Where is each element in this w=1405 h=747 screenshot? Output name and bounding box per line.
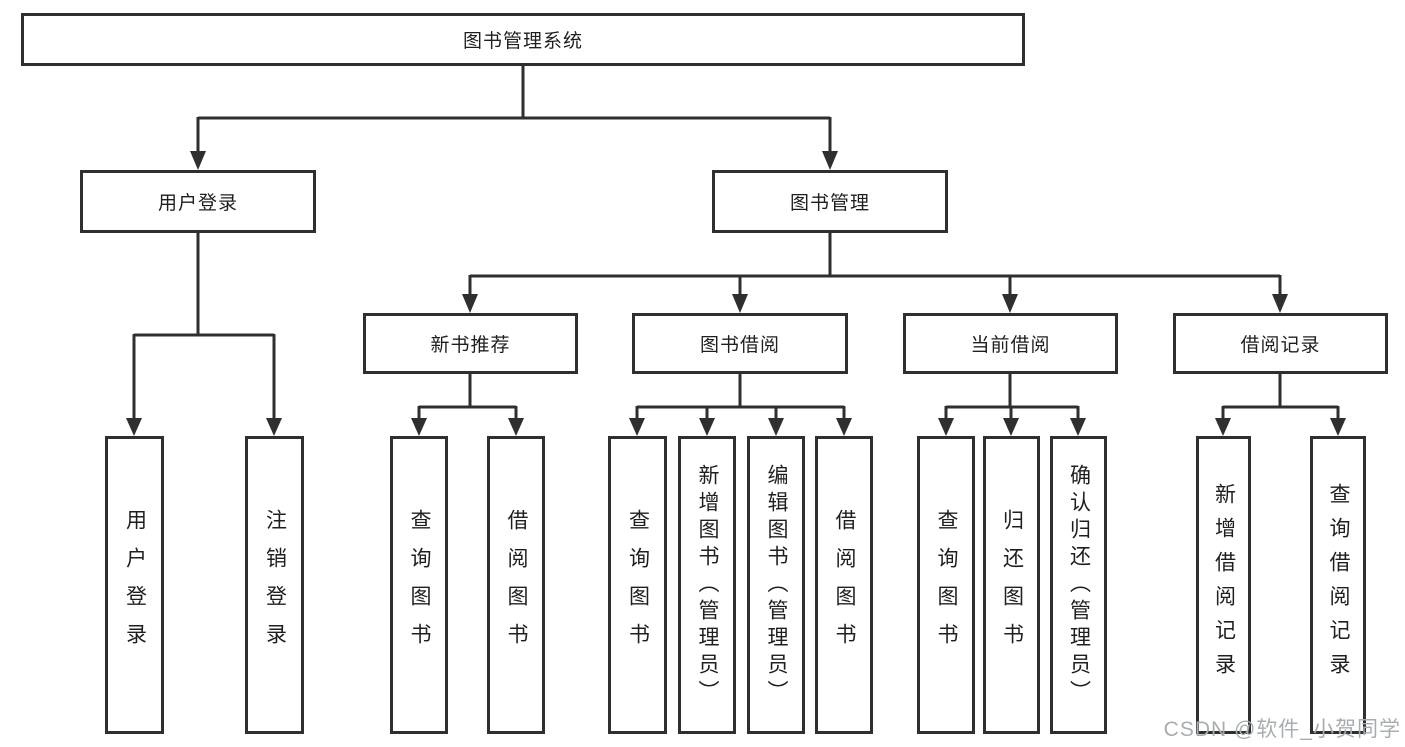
node-book-management: 图书管理 xyxy=(712,170,948,233)
node-new-book-recommendation: 新书推荐 xyxy=(363,313,578,374)
node-user-login: 用户登录 xyxy=(80,170,316,233)
leaf-label: 注销登录 xyxy=(263,509,287,661)
leaf-return-books: 归还图书 xyxy=(983,436,1040,734)
leaf-borrow-books: 借阅图书 xyxy=(487,436,545,734)
leaf-label: 归还图书 xyxy=(1000,509,1024,661)
leaf-label: 查询图书 xyxy=(408,509,431,661)
leaf-query-borrow-record: 查询借阅记录 xyxy=(1310,436,1366,734)
leaf-confirm-return-admin: 确认归还（管理员） xyxy=(1050,436,1107,734)
leaf-query-books: 查询图书 xyxy=(917,436,975,734)
node-borrowing-records: 借阅记录 xyxy=(1173,313,1388,374)
node-library-management-system: 图书管理系统 xyxy=(21,13,1025,66)
leaf-user-login: 用户登录 xyxy=(105,436,164,734)
node-book-borrowing: 图书借阅 xyxy=(632,313,848,374)
leaf-edit-books-admin: 编辑图书（管理员） xyxy=(747,436,805,734)
leaf-add-books-admin: 新增图书（管理员） xyxy=(678,436,736,734)
leaf-label: 编辑图书（管理员） xyxy=(765,463,788,707)
leaf-label: 查询图书 xyxy=(626,509,650,661)
leaf-borrow-books: 借阅图书 xyxy=(815,436,873,734)
leaf-logout: 注销登录 xyxy=(245,436,304,734)
leaf-add-borrow-record: 新增借阅记录 xyxy=(1196,436,1251,734)
leaf-label: 查询图书 xyxy=(935,509,958,661)
leaf-query-books: 查询图书 xyxy=(390,436,448,734)
leaf-label: 用户登录 xyxy=(123,509,147,661)
leaf-label: 借阅图书 xyxy=(833,509,856,661)
leaf-label: 确认归还（管理员） xyxy=(1067,463,1091,707)
node-current-borrowing: 当前借阅 xyxy=(903,313,1118,374)
watermark: CSDN @软件_小贺同学 xyxy=(1163,718,1401,741)
leaf-query-books: 查询图书 xyxy=(608,436,667,734)
leaf-label: 新增借阅记录 xyxy=(1212,483,1236,687)
leaf-label: 借阅图书 xyxy=(505,509,528,661)
leaf-label: 新增图书（管理员） xyxy=(696,463,719,707)
leaf-label: 查询借阅记录 xyxy=(1327,483,1350,687)
